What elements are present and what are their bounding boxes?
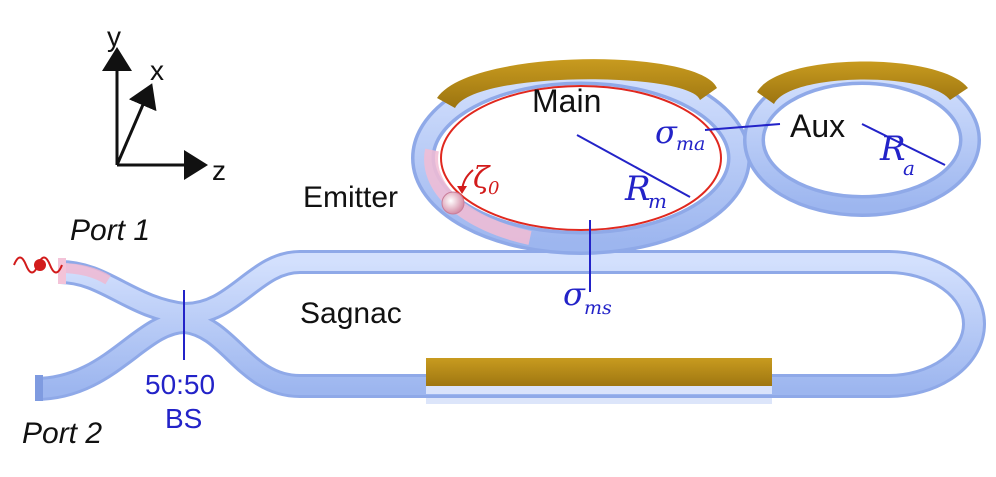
svg-text:σ: σ <box>655 113 678 151</box>
axis-x-label: x <box>150 55 164 86</box>
svg-text:0: 0 <box>488 178 499 199</box>
main-ring-radius-line <box>576 134 691 198</box>
aux-ring-label: Aux <box>790 108 845 144</box>
sigma-ma-symbol: σ ma <box>655 113 705 155</box>
emitter-label: Emitter <box>303 181 398 214</box>
bs-ratio-label: 50:50 <box>145 369 215 400</box>
svg-text:σ: σ <box>563 275 586 313</box>
sigma-ma-marker-line <box>704 123 781 131</box>
sagnac-electrode <box>426 358 772 404</box>
photon-wavepacket-icon <box>13 256 63 274</box>
bs-name-label: BS <box>165 403 202 434</box>
coordinate-axes: y x z <box>102 21 226 186</box>
svg-text:m: m <box>648 189 667 213</box>
emitter-particle <box>441 191 465 215</box>
svg-text:ms: ms <box>584 297 612 319</box>
svg-text:R: R <box>879 129 906 169</box>
main-ring-label: Main <box>532 83 601 119</box>
radius-aux-symbol: R a <box>879 129 915 180</box>
zeta-symbol: ζ 0 <box>473 161 499 199</box>
svg-text:a: a <box>903 156 915 180</box>
axis-z-label: z <box>212 155 226 186</box>
sagnac-label: Sagnac <box>300 297 402 330</box>
aux-ring <box>743 61 981 217</box>
axis-y-label: y <box>107 21 121 52</box>
port2-label: Port 2 <box>22 417 102 450</box>
radius-main-symbol: R m <box>624 169 667 213</box>
sagnac-loop-waveguide <box>34 250 986 401</box>
sigma-ms-symbol: σ ms <box>563 275 612 319</box>
port1-label: Port 1 <box>70 214 150 247</box>
svg-text:ζ: ζ <box>473 161 491 196</box>
svg-text:R: R <box>624 169 651 209</box>
aux-ring-radius-line <box>861 123 946 166</box>
svg-text:ma: ma <box>676 133 705 155</box>
